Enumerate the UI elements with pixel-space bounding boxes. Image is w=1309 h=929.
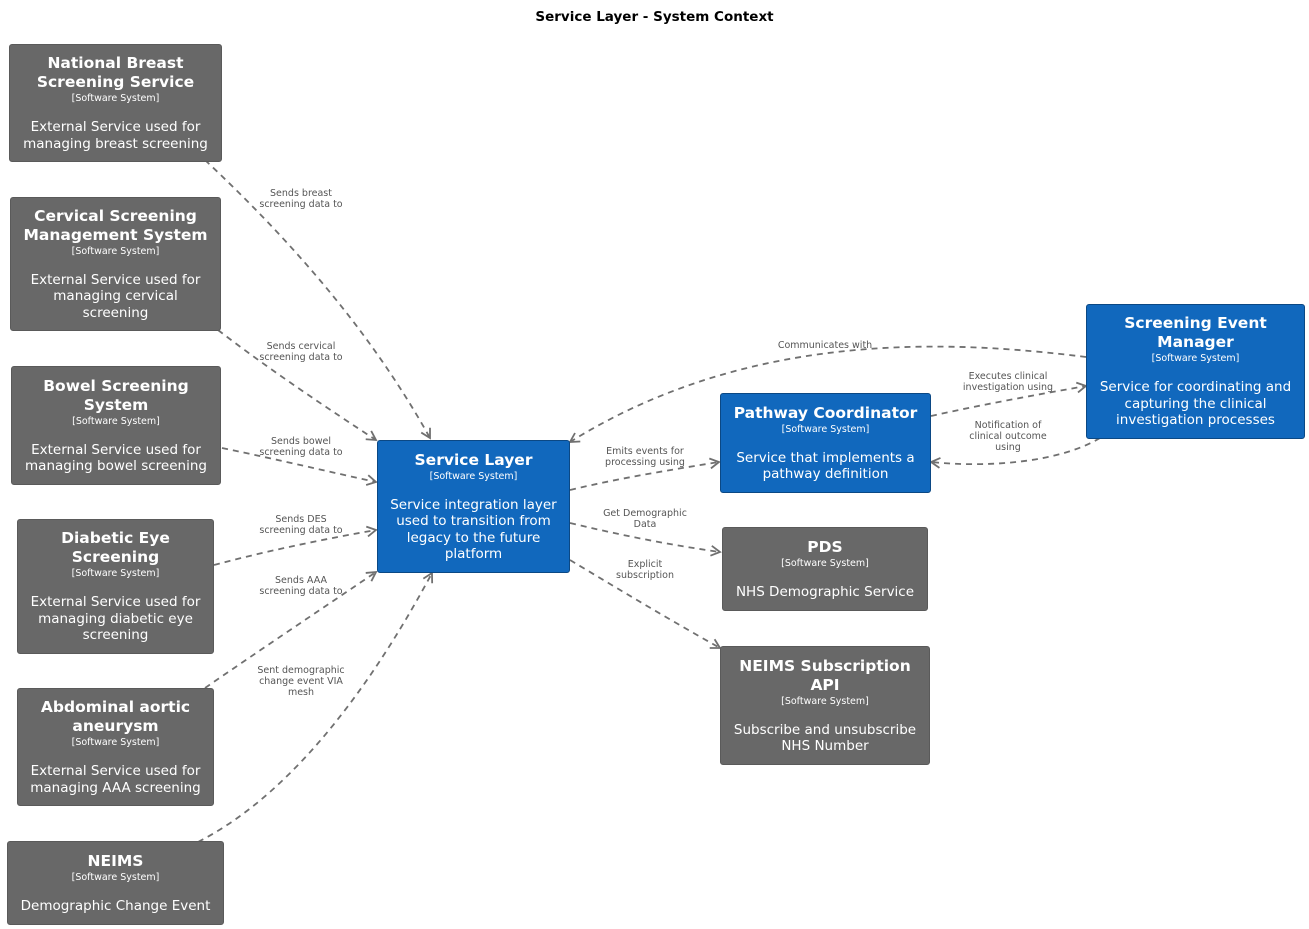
node-name: NEIMS <box>87 851 144 870</box>
node-screening-event-manager[interactable]: Screening Event Manager [Software System… <box>1086 304 1305 439</box>
node-desc: Service that implements a pathway defini… <box>736 449 915 483</box>
node-type: [Software System] <box>71 737 160 748</box>
node-type: [Software System] <box>1151 353 1240 365</box>
node-type: [Software System] <box>781 695 869 707</box>
edge-label-breast: Sends breast screening data to <box>259 188 343 210</box>
node-name: National Breast Screening Service <box>36 54 195 91</box>
edge-label-demographic: Get Demographic Data <box>603 508 687 530</box>
node-abdominal-aortic-aneurysm[interactable]: Abdominal aortic aneurysm [Software Syst… <box>17 688 214 806</box>
node-type: [Software System] <box>781 423 870 435</box>
node-bowel-screening[interactable]: Bowel Screening System [Software System]… <box>11 366 221 485</box>
node-neims[interactable]: NEIMS [Software System] Demographic Chan… <box>7 841 224 925</box>
node-service-layer[interactable]: Service Layer [Software System] Service … <box>377 440 570 573</box>
node-name: PDS <box>807 537 843 556</box>
edge-des <box>213 525 378 566</box>
edge-label-bowel: Sends bowel screening data to <box>259 436 343 458</box>
node-desc: External Service used for managing diabe… <box>30 594 201 644</box>
node-name: Abdominal aortic aneurysm <box>40 698 191 735</box>
node-name: Cervical Screening Management System <box>23 206 208 244</box>
node-desc: Service for coordinating and capturing t… <box>1099 379 1292 429</box>
edge-label-communicates: Communicates with <box>777 340 873 351</box>
node-neims-subscription-api[interactable]: NEIMS Subscription API [Software System]… <box>720 646 930 765</box>
node-name: Screening Event Manager <box>1124 314 1267 352</box>
edge-label-executes: Executes clinical investigation using <box>962 371 1054 393</box>
diagram-title: Service Layer - System Context <box>535 9 774 25</box>
node-desc: External Service used for managing breas… <box>23 119 208 152</box>
edge-executes <box>930 381 1088 417</box>
node-diabetic-eye-screening[interactable]: Diabetic Eye Screening [Software System]… <box>17 519 214 654</box>
node-type: [Software System] <box>71 568 160 580</box>
node-type: [Software System] <box>429 470 518 482</box>
edge-communicates <box>568 345 1087 443</box>
edge-label-subscription: Explicit subscription <box>616 559 674 581</box>
edge-label-emits: Emits events for processing using <box>605 446 685 468</box>
node-pathway-coordinator[interactable]: Pathway Coordinator [Software System] Se… <box>720 393 931 493</box>
node-name: Service Layer <box>414 450 533 469</box>
node-name: Pathway Coordinator <box>733 403 918 422</box>
edge-neims <box>197 571 434 843</box>
edge-breast <box>204 159 431 440</box>
node-desc: External Service used for managing cervi… <box>30 271 201 321</box>
node-type: [Software System] <box>72 415 160 427</box>
node-pds[interactable]: PDS [Software System] NHS Demographic Se… <box>722 527 928 611</box>
node-desc: Service integration layer used to transi… <box>390 496 557 563</box>
node-name: Diabetic Eye Screening <box>61 529 170 567</box>
edge-label-cervical: Sends cervical screening data to <box>259 341 343 363</box>
edge-emits <box>569 457 721 491</box>
edge-label-notification: Notification of clinical outcome using <box>969 420 1047 453</box>
edge-aaa <box>204 570 378 689</box>
edge-cervical <box>217 329 378 442</box>
node-desc: NHS Demographic Service <box>735 583 915 600</box>
node-name: Bowel Screening System <box>43 376 189 414</box>
edge-label-des: Sends DES screening data to <box>259 514 343 536</box>
node-desc: Demographic Change Event <box>20 897 211 914</box>
node-type: [Software System] <box>71 93 160 104</box>
node-name: NEIMS Subscription API <box>739 656 911 694</box>
edge-demographic <box>569 522 722 557</box>
edge-label-aaa: Sends AAA screening data to <box>259 575 343 597</box>
node-type: [Software System] <box>71 871 160 883</box>
edge-notification <box>929 437 1101 469</box>
node-type: [Software System] <box>71 245 160 257</box>
node-type: [Software System] <box>781 557 869 569</box>
node-national-breast-screening[interactable]: National Breast Screening Service [Softw… <box>9 44 222 162</box>
node-desc: External Service used for managing bowel… <box>25 441 207 475</box>
edge-label-neims: Sent demographic change event VIA mesh <box>257 665 345 698</box>
node-desc: External Service used for managing AAA s… <box>30 763 201 796</box>
node-desc: Subscribe and unsubscribe NHS Number <box>733 721 917 755</box>
node-cervical-screening[interactable]: Cervical Screening Management System [So… <box>10 197 221 331</box>
